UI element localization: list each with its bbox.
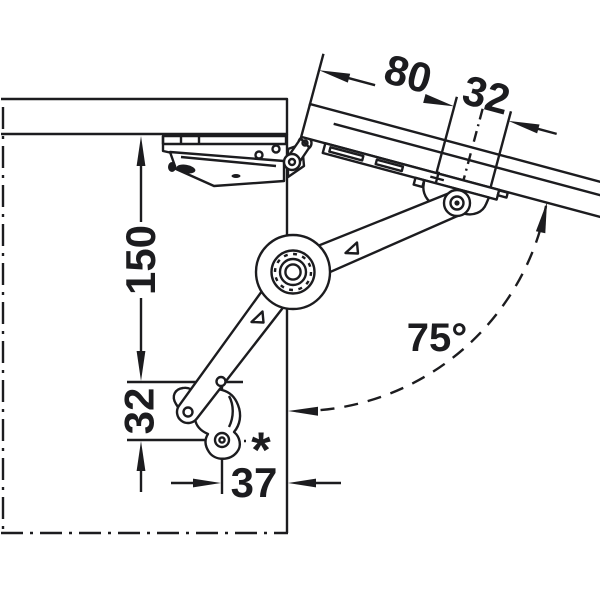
- dimension-37: 37: [171, 459, 341, 506]
- hinge-pivot: [282, 152, 302, 172]
- footnote-asterisk: *: [251, 422, 271, 478]
- lift-arm-upper: [286, 188, 472, 287]
- dimension-150: 150: [117, 136, 164, 381]
- cabinet-top-panel: [1, 97, 289, 136]
- dimension-150-label: 150: [117, 225, 164, 295]
- dimension-32-flap: 32: [458, 66, 557, 136]
- bracket-top-hole: [215, 375, 227, 388]
- flap-panel-assembly: 80 32: [300, 45, 600, 227]
- flap-mounting-rail: [321, 142, 509, 201]
- hub-gear-icon: [254, 233, 332, 311]
- angle-dimension-75: 75°: [287, 202, 548, 416]
- angle-75-label: 75°: [407, 316, 468, 360]
- spring-housing: [161, 134, 288, 188]
- dimension-37-label: 37: [231, 459, 278, 506]
- arm-triangle-mark: [344, 241, 360, 255]
- hinge: [282, 135, 313, 179]
- bracket-bottom-hole: [213, 431, 231, 449]
- dimension-32f-label: 32: [458, 66, 515, 123]
- housing-screw-hole: [271, 144, 281, 154]
- arm-lower-pivot: [182, 406, 194, 418]
- adjustment-screw: [176, 164, 196, 174]
- housing-screw-hole: [254, 150, 264, 160]
- dimension-80: 80: [319, 45, 455, 107]
- dimension-80-label: 80: [379, 45, 436, 102]
- dimension-32v-label: 32: [116, 388, 163, 435]
- arm-triangle-mark: [250, 310, 265, 324]
